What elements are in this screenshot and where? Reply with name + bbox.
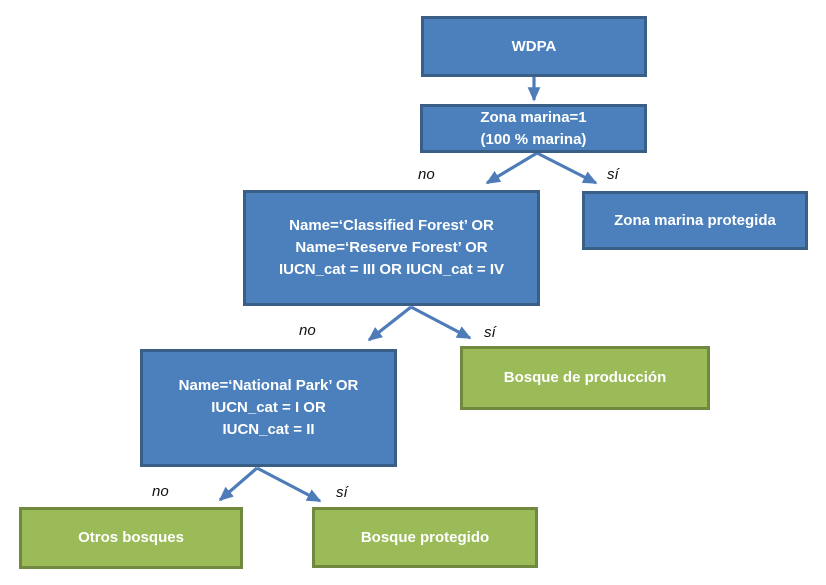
node-classified-forest-check-line2: Name=‘Reserve Forest’ OR — [295, 239, 488, 256]
node-zona-marina-check-line2: (100 % marina) — [480, 130, 587, 148]
edge-label-classified-no: no — [299, 322, 316, 339]
edge-label-classified-si: sí — [484, 324, 496, 341]
edge-label-national-park-no: no — [152, 483, 169, 500]
node-zona-marina-protegida: Zona marina protegida — [582, 191, 808, 250]
node-classified-forest-check: Name=‘Classified Forest’ OR Name=‘Reserv… — [243, 190, 540, 306]
node-bosque-protegido: Bosque protegido — [312, 507, 538, 568]
node-wdpa-label: WDPA — [511, 37, 557, 55]
node-classified-forest-check-line3: IUCN_cat = III OR IUCN_cat = IV — [278, 261, 505, 278]
node-zona-marina-protegida-label: Zona marina protegida — [614, 211, 776, 229]
node-classified-forest-check-line1: Name=‘Classified Forest’ OR — [289, 217, 494, 234]
node-bosque-de-produccion: Bosque de producción — [460, 346, 710, 410]
edge-classified-no — [367, 305, 412, 342]
edge-label-national-park-si: sí — [336, 484, 348, 501]
node-zona-marina-check: Zona marina=1 (100 % marina) — [420, 104, 647, 153]
edge-zona-marina-si — [536, 151, 598, 185]
node-national-park-check-line2: IUCN_cat = I OR — [211, 399, 326, 416]
node-bosque-de-produccion-label: Bosque de producción — [503, 369, 667, 386]
node-zona-marina-check-line1: Zona marina=1 — [480, 108, 587, 126]
node-national-park-check: Name=‘National Park’ OR IUCN_cat = I OR … — [140, 349, 397, 467]
node-bosque-protegido-label: Bosque protegido — [360, 528, 490, 546]
edge-label-zona-marina-si: sí — [607, 166, 619, 183]
node-otros-bosques-label: Otros bosques — [78, 529, 184, 546]
node-national-park-check-line3: IUCN_cat = II — [222, 421, 315, 438]
node-national-park-check-line1: Name=‘National Park’ OR — [178, 377, 359, 394]
node-wdpa: WDPA — [421, 16, 647, 77]
edge-label-zona-marina-no: no — [418, 166, 435, 183]
edge-national-park-no — [218, 466, 259, 502]
edge-national-park-si — [256, 466, 322, 503]
node-otros-bosques: Otros bosques — [19, 507, 243, 569]
edge-zona-marina-no — [485, 151, 538, 185]
edge-classified-si — [410, 305, 472, 340]
